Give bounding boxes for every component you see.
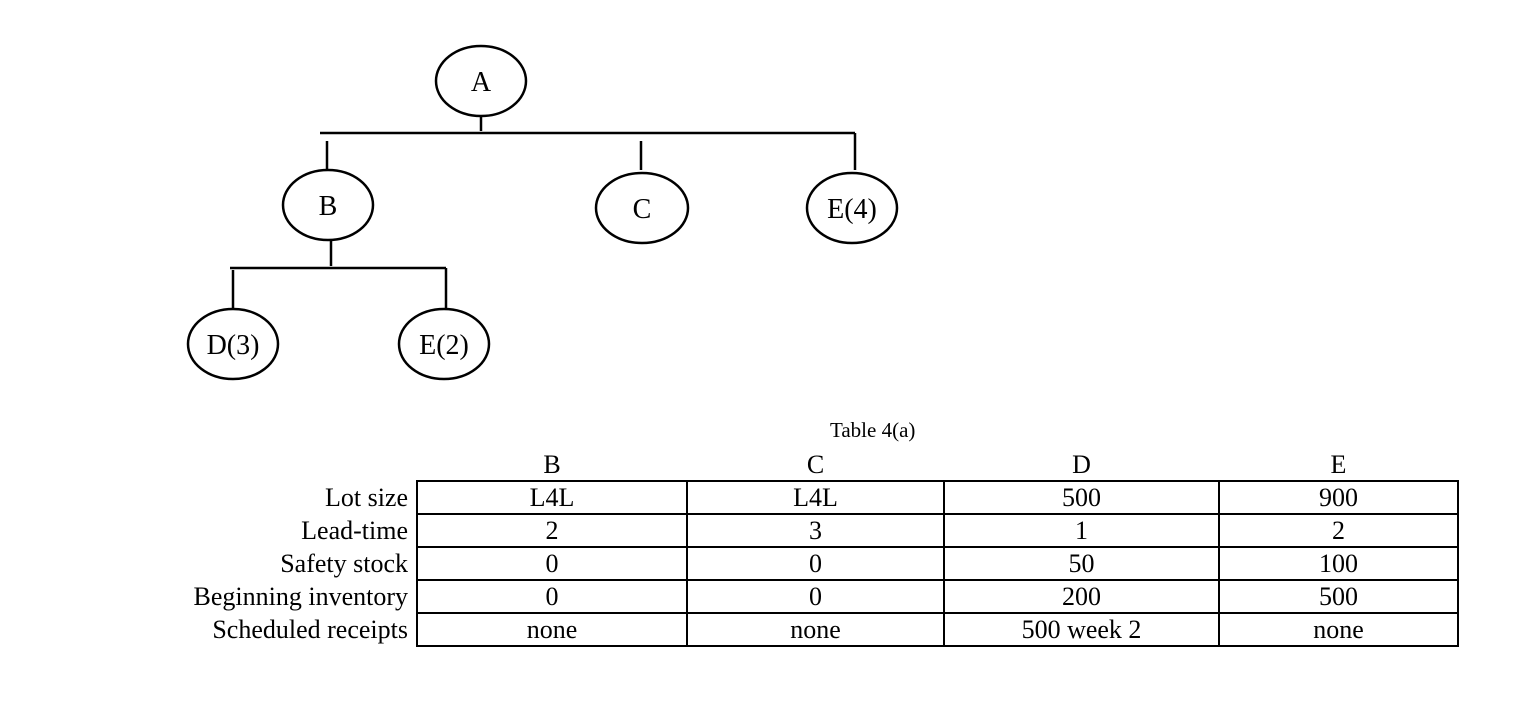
table-cell: 1 bbox=[943, 513, 1220, 548]
node-e2: E(2) bbox=[397, 307, 491, 381]
table-cell: 3 bbox=[686, 513, 945, 548]
row-label: Scheduled receipts bbox=[212, 614, 408, 644]
table-row-lot-size: Lot size L4L L4L 500 900 bbox=[70, 480, 1459, 515]
table-cell: 500 bbox=[943, 480, 1220, 515]
table-row-lead-time: Lead-time 2 3 1 2 bbox=[70, 513, 1459, 548]
node-b-label: B bbox=[319, 191, 338, 222]
table-row-safety-stock: Safety stock 0 0 50 100 bbox=[70, 546, 1459, 581]
table-cell: L4L bbox=[416, 480, 688, 515]
row-label: Beginning inventory bbox=[193, 581, 408, 611]
table-header-row: B C D E bbox=[70, 449, 1458, 481]
row-label: Lot size bbox=[324, 482, 408, 512]
node-e4-label: E(4) bbox=[827, 194, 877, 225]
table-row-beginning-inventory: Beginning inventory 0 0 200 500 bbox=[70, 579, 1459, 614]
table-cell: none bbox=[1218, 612, 1459, 647]
table-cell: 50 bbox=[943, 546, 1220, 581]
product-structure-tree: A B C E(4) D(3) E(2) bbox=[186, 44, 899, 381]
table-cell: none bbox=[686, 612, 945, 647]
table-cell: 2 bbox=[1218, 513, 1459, 548]
node-d3: D(3) bbox=[186, 307, 280, 381]
table-cell: none bbox=[416, 612, 688, 647]
node-e4: E(4) bbox=[805, 171, 899, 245]
table-cell: 900 bbox=[1218, 480, 1459, 515]
table-cell: 200 bbox=[943, 579, 1220, 614]
table-cell: 0 bbox=[416, 546, 688, 581]
table-cell: 500 bbox=[1218, 579, 1459, 614]
node-c: C bbox=[594, 171, 690, 245]
row-label: Lead-time bbox=[301, 515, 408, 545]
table-cell: 500 week 2 bbox=[943, 612, 1220, 647]
table-cell: L4L bbox=[686, 480, 945, 515]
row-label: Safety stock bbox=[280, 548, 408, 578]
table-cell: 100 bbox=[1218, 546, 1459, 581]
node-e2-label: E(2) bbox=[419, 330, 469, 361]
column-header-b: B bbox=[543, 449, 561, 479]
node-b: B bbox=[281, 168, 375, 242]
table-cell: 0 bbox=[686, 579, 945, 614]
column-header-c: C bbox=[806, 449, 825, 479]
node-a-label: A bbox=[471, 67, 492, 98]
inventory-parameters-table: B C D E Lot size L4L L4L 500 900 Lead-ti… bbox=[70, 449, 1459, 647]
table-cell: 0 bbox=[416, 579, 688, 614]
table-caption: Table 4(a) bbox=[830, 418, 916, 442]
node-d3-label: D(3) bbox=[207, 330, 260, 361]
node-a: A bbox=[434, 44, 528, 118]
column-header-e: E bbox=[1330, 449, 1347, 479]
header-spacer bbox=[70, 449, 417, 481]
column-header-d: D bbox=[1072, 449, 1091, 479]
table-row-scheduled-receipts: Scheduled receipts none none 500 week 2 … bbox=[70, 612, 1459, 647]
table-cell: 2 bbox=[416, 513, 688, 548]
table-cell: 0 bbox=[686, 546, 945, 581]
node-c-label: C bbox=[633, 194, 652, 225]
